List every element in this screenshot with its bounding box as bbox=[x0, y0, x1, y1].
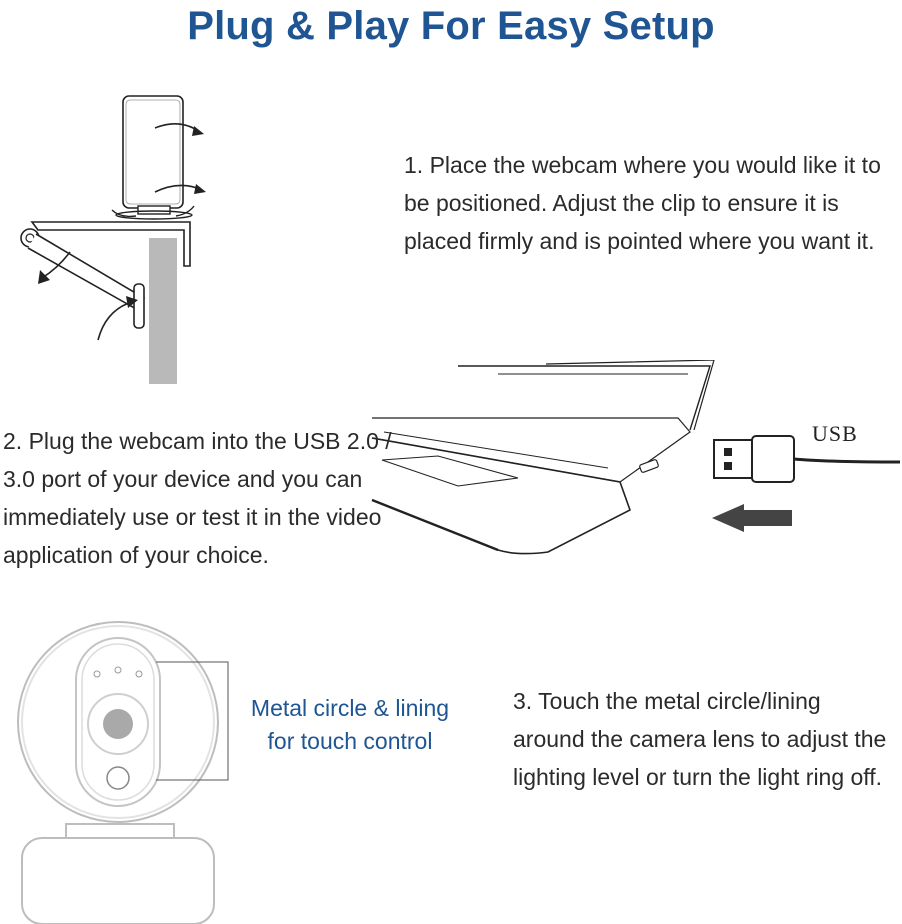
touch-control-callout: Metal circle & lining for touch control bbox=[232, 692, 468, 758]
insert-arrow-icon bbox=[712, 504, 792, 532]
usb-label: USB bbox=[812, 421, 858, 446]
callout-line-2: for touch control bbox=[267, 728, 433, 754]
touch-icon bbox=[106, 766, 130, 790]
page-title: Plug & Play For Easy Setup bbox=[187, 4, 715, 48]
step-1-text: 1. Place the webcam where you would like… bbox=[404, 152, 881, 254]
webcam-front-illustration bbox=[17, 621, 229, 924]
step-3-text: 3. Touch the metal circle/lining around … bbox=[513, 688, 887, 790]
webcam-clip-illustration bbox=[20, 95, 206, 384]
callout-line-1: Metal circle & lining bbox=[250, 695, 450, 721]
laptop-usb-illustration bbox=[371, 360, 901, 555]
step-2-text: 2. Plug the webcam into the USB 2.0 / 3.… bbox=[3, 428, 392, 568]
